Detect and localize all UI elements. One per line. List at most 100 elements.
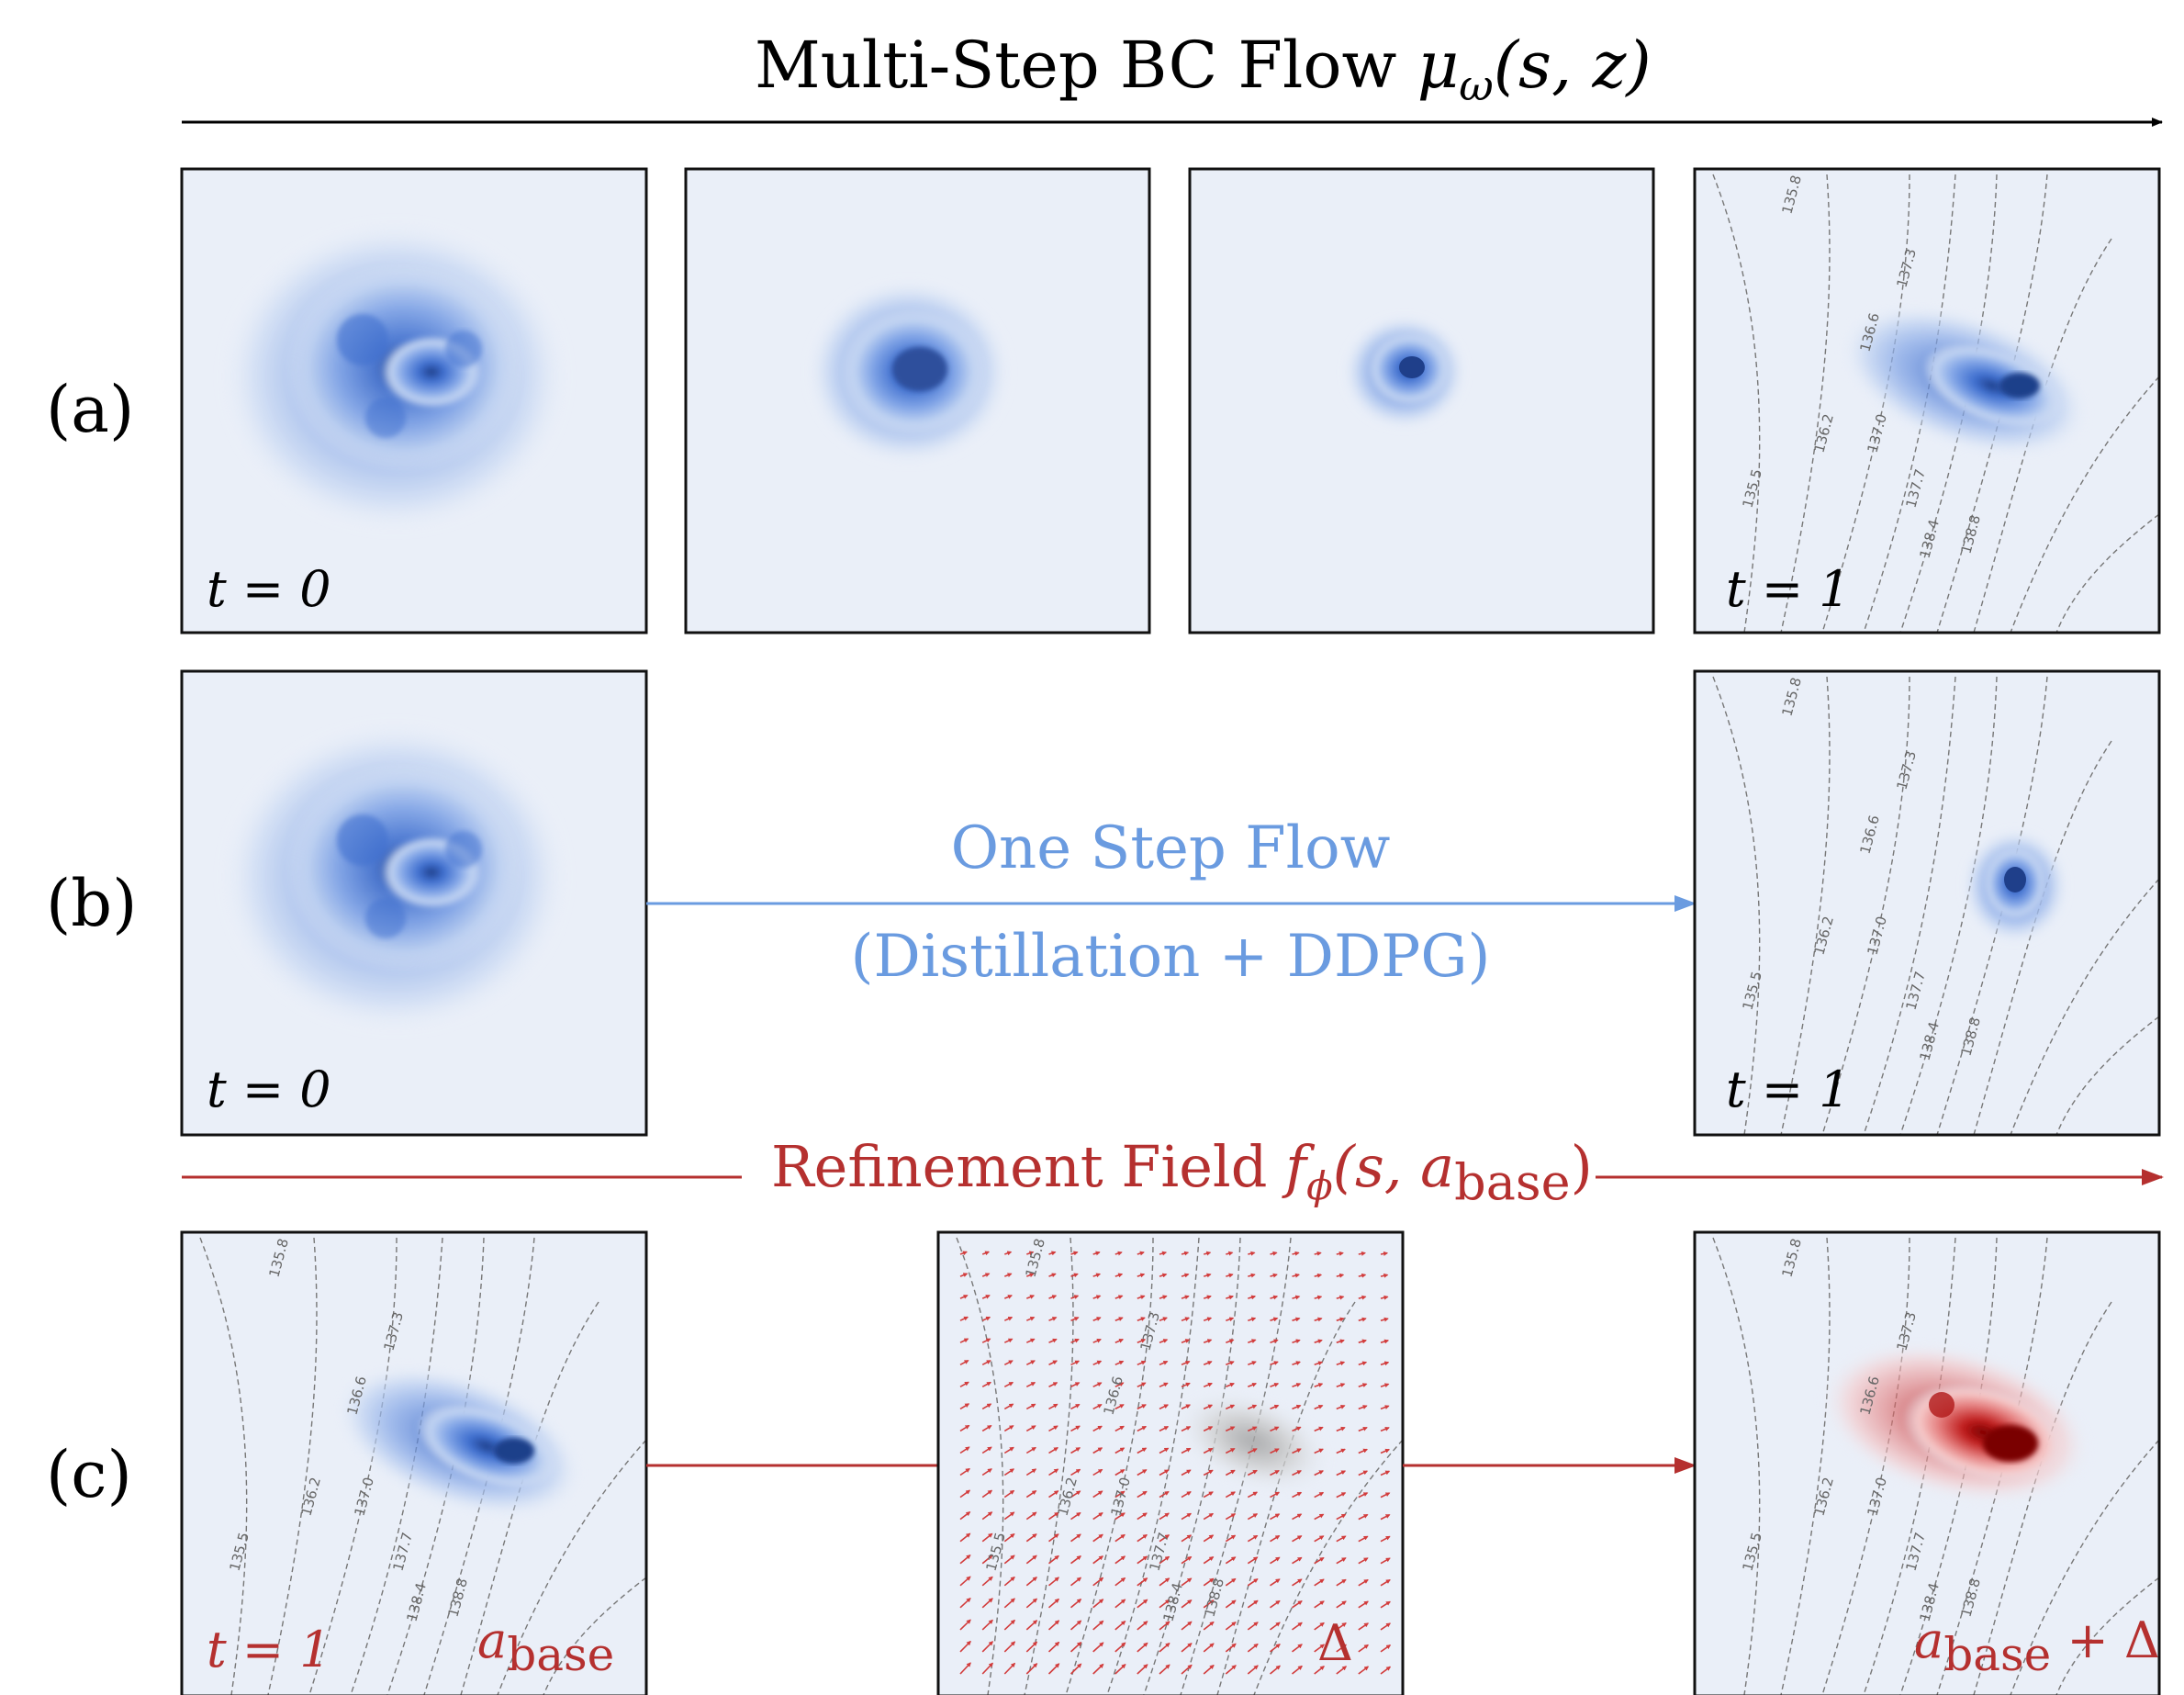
vector-arrow bbox=[1226, 1339, 1235, 1343]
vector-arrow bbox=[1270, 1251, 1278, 1256]
vector-arrow bbox=[1226, 1295, 1234, 1300]
figure-title: Multi-Step BC Flow μω(s, z) bbox=[755, 28, 1652, 110]
vector-arrow bbox=[1292, 1622, 1303, 1631]
vector-arrow bbox=[1181, 1555, 1193, 1565]
vector-arrow bbox=[1159, 1382, 1169, 1388]
vector-arrow bbox=[1247, 1513, 1259, 1521]
vector-arrow bbox=[959, 1381, 969, 1387]
vector-arrow bbox=[1114, 1599, 1126, 1609]
vector-arrow bbox=[1137, 1577, 1148, 1587]
vector-arrow bbox=[981, 1662, 993, 1675]
vector-arrow bbox=[1225, 1600, 1237, 1609]
vector-arrow bbox=[959, 1359, 969, 1366]
vector-arrow bbox=[1025, 1620, 1038, 1631]
vector-arrow bbox=[1025, 1555, 1037, 1565]
vector-arrow bbox=[1247, 1578, 1259, 1587]
vector-arrow bbox=[1314, 1666, 1325, 1675]
vector-arrow bbox=[1048, 1403, 1058, 1410]
vector-arrow bbox=[1380, 1535, 1391, 1543]
vector-arrow bbox=[1070, 1425, 1081, 1432]
vector-arrow bbox=[1203, 1339, 1213, 1343]
vector-arrow bbox=[1225, 1426, 1236, 1432]
vector-arrow bbox=[1092, 1512, 1103, 1521]
vector-arrow bbox=[1203, 1426, 1214, 1432]
vector-arrow bbox=[1003, 1316, 1014, 1321]
row-label-c: (c) bbox=[46, 1437, 132, 1512]
vector-arrow bbox=[1159, 1621, 1170, 1631]
vector-arrow bbox=[1358, 1426, 1368, 1432]
vector-arrow bbox=[1025, 1338, 1036, 1343]
vector-arrow bbox=[1270, 1317, 1279, 1322]
vector-arrow bbox=[1247, 1643, 1259, 1653]
vector-arrow bbox=[1070, 1511, 1081, 1521]
vector-arrow bbox=[1336, 1666, 1348, 1675]
vector-arrow bbox=[1336, 1361, 1346, 1366]
vector-arrow bbox=[1270, 1644, 1281, 1653]
vector-arrow bbox=[1247, 1556, 1259, 1565]
vector-arrow bbox=[1159, 1447, 1170, 1454]
title-prefix: Multi-Step BC Flow bbox=[755, 28, 1417, 103]
vector-arrow bbox=[1270, 1469, 1280, 1476]
vector-arrow bbox=[981, 1619, 993, 1631]
vector-arrow bbox=[1358, 1513, 1369, 1521]
vector-arrow bbox=[1092, 1425, 1103, 1432]
vector-arrow bbox=[1292, 1556, 1303, 1565]
title-mu-sub: ω bbox=[1459, 61, 1494, 110]
vector-arrow bbox=[1092, 1642, 1104, 1653]
vector-arrow bbox=[1048, 1251, 1057, 1256]
vector-arrow bbox=[1114, 1555, 1126, 1565]
vector-arrow bbox=[1047, 1663, 1060, 1675]
vector-arrow bbox=[1003, 1403, 1014, 1410]
vector-arrow bbox=[1270, 1513, 1281, 1521]
vector-arrow bbox=[1225, 1447, 1236, 1454]
vector-arrow bbox=[1025, 1641, 1038, 1653]
label-t0-a: t = 0 bbox=[207, 560, 331, 618]
vector-arrow bbox=[1247, 1426, 1258, 1432]
vector-arrow bbox=[1203, 1295, 1212, 1300]
vector-arrow bbox=[1159, 1664, 1170, 1675]
vector-arrow bbox=[1270, 1556, 1281, 1565]
vector-arrow bbox=[1070, 1490, 1081, 1499]
panel-c1: t = 1 abase bbox=[180, 1230, 648, 1695]
vector-arrow bbox=[1336, 1339, 1345, 1344]
vector-arrow bbox=[1070, 1403, 1081, 1410]
vector-arrow bbox=[1092, 1468, 1103, 1476]
vector-arrow bbox=[1203, 1664, 1215, 1675]
vector-arrow bbox=[959, 1511, 971, 1521]
vector-arrow bbox=[1048, 1490, 1059, 1499]
vector-arrow bbox=[1380, 1600, 1391, 1609]
vector-arrow bbox=[1203, 1491, 1214, 1499]
vector-arrow bbox=[1181, 1273, 1190, 1278]
vector-arrow bbox=[1003, 1446, 1014, 1454]
vector-arrow bbox=[1203, 1577, 1215, 1587]
vector-arrow bbox=[1092, 1555, 1103, 1565]
vector-arrow bbox=[1225, 1513, 1237, 1521]
vector-arrow bbox=[1181, 1382, 1191, 1388]
vector-arrow bbox=[1092, 1295, 1102, 1300]
panel-c2: Δ bbox=[936, 1230, 1405, 1695]
vector-arrow bbox=[1358, 1622, 1370, 1631]
vector-arrow bbox=[1114, 1339, 1125, 1343]
vector-arrow bbox=[1358, 1600, 1369, 1609]
vector-arrow bbox=[1025, 1360, 1036, 1366]
vector-arrow bbox=[1358, 1405, 1368, 1410]
vector-arrow bbox=[1270, 1600, 1281, 1609]
vector-arrow bbox=[1048, 1382, 1058, 1388]
vector-arrow bbox=[1270, 1491, 1281, 1499]
vector-arrow bbox=[1025, 1577, 1037, 1587]
vector-arrow bbox=[1292, 1513, 1303, 1521]
vector-arrow bbox=[959, 1598, 971, 1609]
vector-arrow bbox=[1247, 1448, 1258, 1454]
vector-arrow bbox=[1137, 1533, 1148, 1543]
vector-arrow bbox=[1159, 1273, 1168, 1278]
vector-arrow bbox=[1314, 1644, 1326, 1653]
vector-arrow bbox=[981, 1468, 992, 1476]
vector-arrow bbox=[1181, 1295, 1190, 1300]
vector-arrow bbox=[981, 1338, 991, 1343]
vector-arrow bbox=[1026, 1295, 1036, 1299]
vector-arrow bbox=[1248, 1339, 1257, 1343]
vector-arrow bbox=[1159, 1251, 1168, 1256]
vector-arrow bbox=[1358, 1578, 1369, 1587]
vector-arrow bbox=[1181, 1339, 1191, 1343]
vector-arrow bbox=[1003, 1576, 1015, 1587]
